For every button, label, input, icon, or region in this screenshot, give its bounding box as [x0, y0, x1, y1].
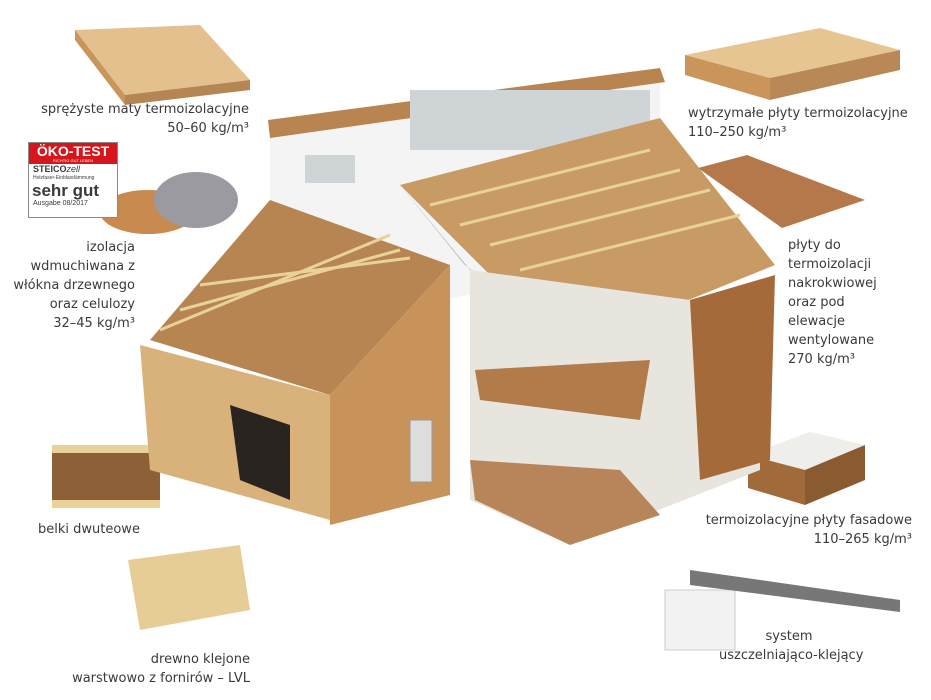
blown-fiber-image	[100, 172, 238, 234]
oeko-test-badge: ÖKO-TEST RICHTIG GUT LEBEN STEICOzell Ho…	[28, 142, 118, 218]
label-ibeams: belki dwuteowe	[38, 522, 140, 537]
facade-board-image	[748, 432, 865, 505]
ibeam-image	[52, 445, 160, 508]
sealing-system-image	[664, 570, 900, 651]
rigid-board-image	[685, 28, 900, 100]
lvl-image	[128, 545, 250, 630]
sarking-board-image	[698, 155, 865, 228]
insulation-mat-image	[75, 25, 250, 105]
